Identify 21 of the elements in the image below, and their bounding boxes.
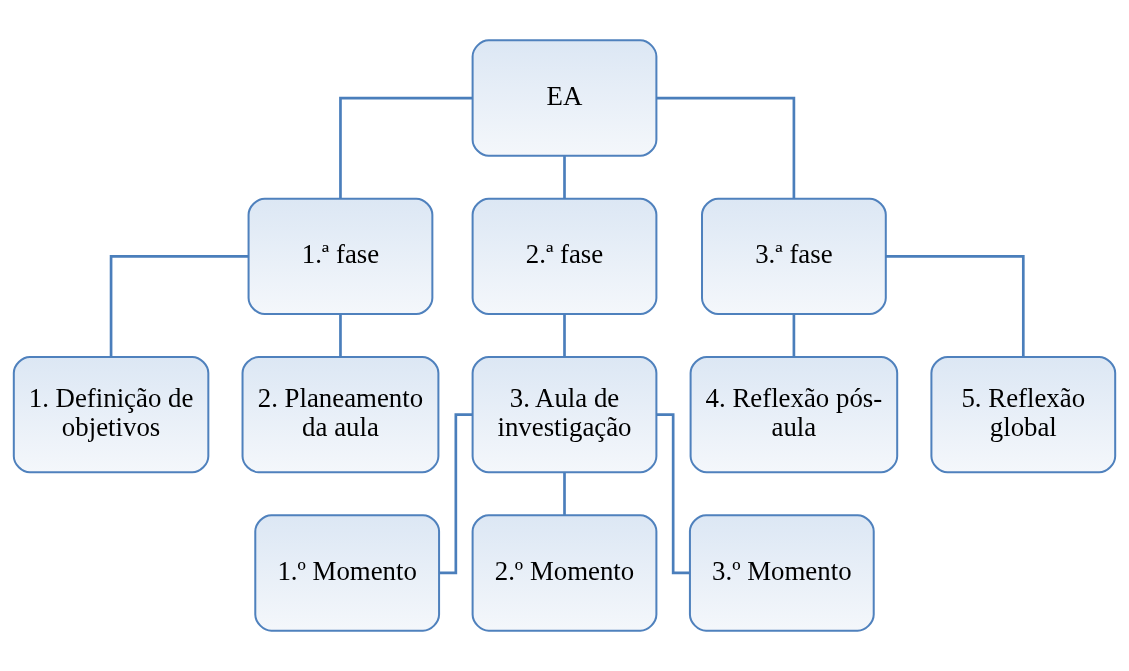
node-box: 3.ª fase bbox=[701, 197, 887, 316]
node-box: 3. Aula de investigação bbox=[471, 355, 658, 474]
connector bbox=[563, 472, 566, 515]
node-box: 5. Reflexão global bbox=[930, 355, 1117, 474]
connector bbox=[656, 96, 796, 199]
connector bbox=[792, 314, 796, 357]
node-box: 1. Definição de objetivos bbox=[12, 355, 210, 474]
node-box: 2. Planeamento da aula bbox=[241, 355, 440, 474]
connector bbox=[563, 314, 566, 357]
node-box: 2.ª fase bbox=[471, 197, 658, 316]
node-box: 2.º Momento bbox=[471, 514, 658, 632]
node-box: EA bbox=[471, 39, 658, 157]
connector bbox=[339, 314, 342, 357]
connector bbox=[109, 255, 249, 357]
connector bbox=[563, 156, 566, 199]
node-box: 1.º Momento bbox=[254, 514, 441, 632]
connector bbox=[339, 96, 473, 199]
connector bbox=[885, 255, 1025, 357]
node-box: 4. Reflexão pós-aula bbox=[689, 355, 899, 474]
node-box: 1.ª fase bbox=[247, 197, 434, 316]
node-box: 3.º Momento bbox=[688, 514, 875, 632]
